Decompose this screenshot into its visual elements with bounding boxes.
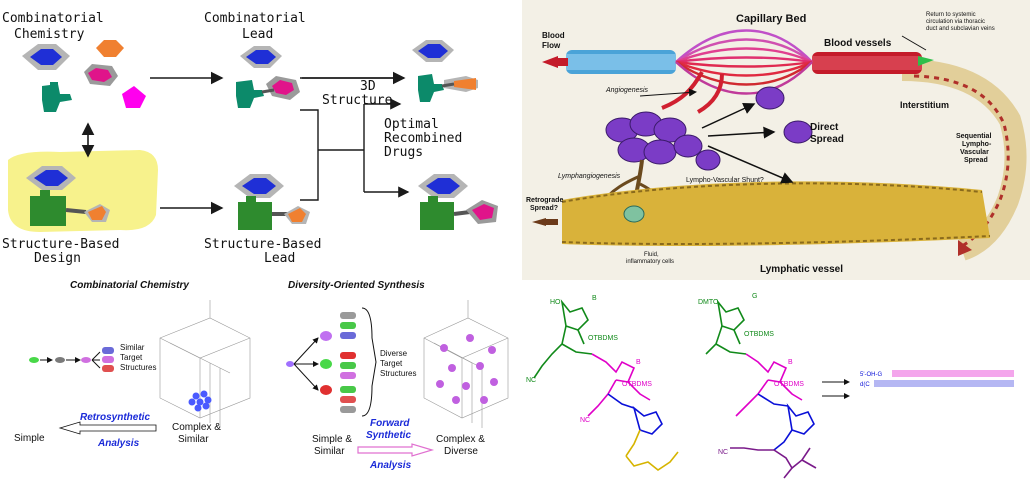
fragment-group-combinatorial <box>22 40 146 112</box>
forward-arrow <box>357 443 435 457</box>
label-fluid: Fluid, inflammatory cells <box>626 252 674 265</box>
cluster-similar <box>188 390 212 412</box>
label-blood-vessels: Blood vessels <box>824 38 892 49</box>
title-dos: Diversity-Oriented Synthesis <box>288 280 425 291</box>
structure-based-lead <box>234 174 310 230</box>
drug-design-svg: Combinatorial Chemistry Combinatorial Le… <box>2 11 498 266</box>
structure-based-design <box>26 166 110 226</box>
pink-fragment <box>88 68 112 82</box>
label-complex-diverse: Complex & Diverse <box>436 434 488 457</box>
label-blood-flow: Blood Flow <box>542 31 567 50</box>
capillary-bed-fan <box>675 29 813 95</box>
blood-flow-arrow <box>542 56 558 68</box>
label-retrograde-spread: Retrograde Spread? <box>526 197 565 212</box>
grid-box-left <box>159 300 251 428</box>
teal-fragment <box>42 84 72 112</box>
cluster-diverse <box>436 334 498 404</box>
left-structure <box>533 299 679 471</box>
label-interstitium: Interstitium <box>900 100 949 110</box>
nc-label-1: NC <box>526 377 536 384</box>
label-simple-similar: Simple & Similar <box>312 434 355 457</box>
right-top-labels: DMTO G OTBDMS <box>698 293 774 338</box>
magenta-pentagon <box>122 86 146 108</box>
dos-comparison: Combinatorial Chemistry Diversity-Orient… <box>0 278 520 479</box>
label-diverse-target: Diverse Target Structures <box>380 349 416 378</box>
optimal-drug-bottom <box>418 174 498 230</box>
nc-label-3: NC <box>718 449 728 456</box>
product-formula-line1: 5'-OH-G <box>860 372 882 378</box>
label-sequential-spread: Sequential Lympho- Vascular Spread <box>956 133 993 164</box>
left-mid-labels: B OTBDMS <box>622 359 652 388</box>
product-formula-line2: d(C <box>860 382 870 388</box>
retro-arrow <box>58 421 157 435</box>
oligo-synthesis-scheme: HO B OTBDMS B OTBDMS NC NC D <box>522 282 1030 479</box>
dos-tree <box>286 307 377 417</box>
label-capillary-bed: Capillary Bed <box>736 13 806 25</box>
label-retrosynthetic: Retrosynthetic Analysis <box>80 412 153 449</box>
label-structure-based-design: Structure-Based Design <box>2 237 127 266</box>
label-lympho-vascular-shunt: Lympho-Vascular Shunt? <box>686 177 764 184</box>
oligo-svg: HO B OTBDMS B OTBDMS NC NC D <box>526 293 1014 479</box>
retrograde-arrow <box>532 218 546 226</box>
label-optimal: Optimal Recombined Drugs <box>384 117 470 160</box>
label-lymphangiogenesis: Lymphangiogenesis <box>558 173 621 180</box>
label-direct-spread: Direct Spread <box>810 122 844 145</box>
label-return-note: Return to systemic circulation via thora… <box>926 12 995 32</box>
combinatorial-lead <box>236 46 300 108</box>
label-simple: Simple <box>14 433 45 444</box>
label-similar-target: Similar Target Structures <box>120 343 156 372</box>
teal-stub <box>50 82 58 88</box>
drug-design-scheme: Combinatorial Chemistry Combinatorial Le… <box>0 0 520 275</box>
label-angiogenesis: Angiogenesis <box>605 87 649 94</box>
label-forward-synthetic: Forward Synthetic Analysis <box>366 418 414 471</box>
combi-chain <box>29 347 114 372</box>
dos-svg: Combinatorial Chemistry Diversity-Orient… <box>14 280 509 471</box>
blue-hex <box>30 49 62 65</box>
label-3d-structure: 3D Structure <box>322 79 393 108</box>
nc-label-2: NC <box>580 417 590 424</box>
orange-hex <box>96 40 124 57</box>
metastasis-svg: Capillary Bed Blood Flow Blood vessels R… <box>526 12 1027 275</box>
interstitium-region <box>901 59 1027 261</box>
optimal-drug-top <box>412 40 478 102</box>
label-combinatorial-lead: Combinatorial Lead <box>204 11 314 42</box>
right-structure <box>705 299 817 479</box>
label-complex-similar: Complex & Similar <box>172 422 224 445</box>
label-structure-based-lead: Structure-Based Lead <box>204 237 329 266</box>
title-combinatorial: Combinatorial Chemistry <box>70 280 189 291</box>
label-lymphatic-vessel: Lymphatic vessel <box>760 264 843 275</box>
label-combinatorial-chemistry: Combinatorial Chemistry <box>2 11 112 42</box>
merge-lines <box>300 109 319 201</box>
grid-box-right <box>423 300 509 428</box>
right-mid-labels: B OTBDMS <box>774 359 804 388</box>
metastasis-diagram: Capillary Bed Blood Flow Blood vessels R… <box>522 0 1030 280</box>
lymphatic-vessel <box>562 181 990 246</box>
left-top-labels: HO B OTBDMS <box>550 295 618 342</box>
